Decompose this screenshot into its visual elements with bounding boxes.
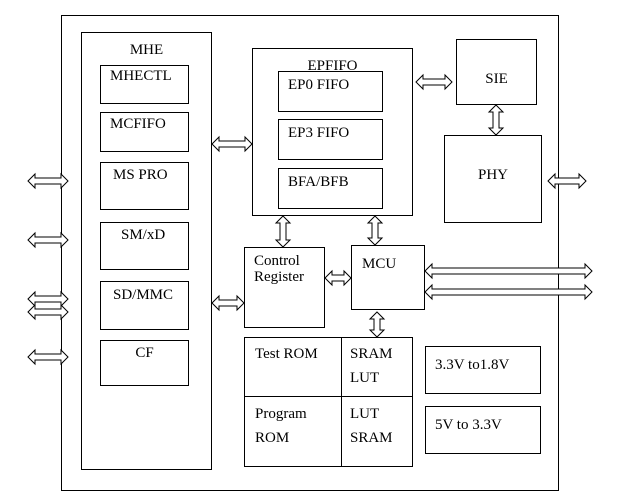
sie-block: SIE	[456, 39, 537, 105]
bfa-bfb-label: BFA/BFB	[288, 174, 349, 190]
regulator-3v3-to-1v8-block: 3.3V to1.8V	[425, 346, 541, 394]
mhe-label: MHE	[129, 42, 164, 58]
control-register-block: Control Register	[244, 247, 325, 328]
sd-mmc-block: SD/MMC	[100, 281, 189, 330]
cf-label: CF	[135, 345, 154, 361]
lut-sram-label-line1: LUT	[350, 406, 380, 422]
sm-xd-label: SM/xD	[121, 227, 166, 243]
memory-divider-horizontal	[244, 396, 413, 397]
ep3-fifo-label: EP3 FIFO	[288, 125, 350, 141]
mcfifo-block: MCFIFO	[100, 112, 189, 152]
sd-mmc-label: SD/MMC	[113, 287, 174, 303]
epfifo-label: EPFIFO	[307, 58, 358, 74]
bfa-bfb-block: BFA/BFB	[278, 168, 383, 209]
program-rom-label-line1: Program	[255, 406, 307, 422]
cf-block: CF	[100, 340, 189, 386]
mhectl-block: MHECTL	[100, 65, 189, 104]
sram-lut-label-line1: SRAM	[350, 346, 393, 362]
sram-lut-label-line2: LUT	[350, 370, 380, 386]
control-register-label-line2: Register	[254, 269, 304, 285]
lut-sram-label-line2: SRAM	[350, 430, 393, 446]
regulator-5v-to-3v3-block: 5V to 3.3V	[425, 406, 541, 454]
test-rom-label: Test ROM	[255, 346, 318, 362]
mcfifo-label: MCFIFO	[110, 116, 166, 132]
regulator-5v-to-3v3-label: 5V to 3.3V	[435, 417, 502, 433]
ms-pro-label: MS PRO	[113, 167, 168, 183]
mhectl-label: MHECTL	[110, 68, 172, 84]
ep3-fifo-block: EP3 FIFO	[278, 119, 383, 160]
control-register-label-line1: Control	[254, 253, 300, 269]
ep0-fifo-block: EP0 FIFO	[278, 71, 383, 112]
sie-label: SIE	[485, 71, 508, 87]
phy-block: PHY	[444, 135, 542, 223]
memory-divider-vertical	[341, 337, 342, 467]
mcu-label: MCU	[362, 256, 397, 272]
regulator-3v3-to-1v8-label: 3.3V to1.8V	[435, 357, 510, 373]
phy-label: PHY	[477, 167, 508, 183]
sm-xd-block: SM/xD	[100, 222, 189, 270]
ms-pro-block: MS PRO	[100, 162, 189, 210]
ep0-fifo-label: EP0 FIFO	[288, 77, 350, 93]
memory-block	[244, 337, 413, 467]
program-rom-label-line2: ROM	[255, 430, 290, 446]
mcu-block: MCU	[351, 245, 425, 310]
